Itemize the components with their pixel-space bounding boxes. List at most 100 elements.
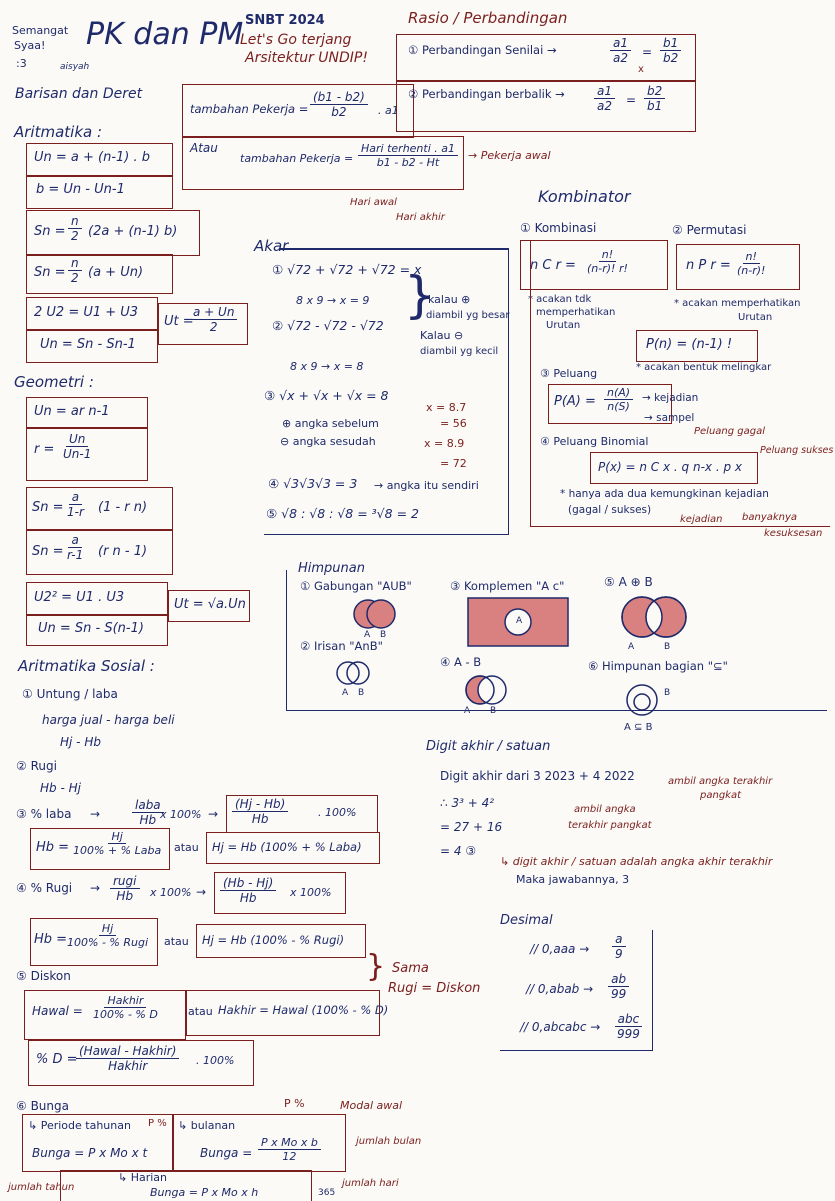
kejadian-red-note: kejadian <box>680 514 723 525</box>
pekerja-l1-a1: . a1 <box>378 104 399 117</box>
formula-box <box>26 614 168 646</box>
complement-venn <box>467 597 569 647</box>
akar-e1-note: 8 x 9 → x = 9 <box>296 294 370 307</box>
akar-e1: ① √72 + √72 + √72 = x <box>272 262 422 277</box>
pekerja-l2: tambahan Pekerja = <box>240 152 354 165</box>
formula-box <box>26 210 200 256</box>
binomial-note2: (gagal / sukses) <box>568 504 652 516</box>
komplemen-label: ③ Komplemen "A c" <box>450 579 565 593</box>
desimal-frame <box>500 930 653 1051</box>
formula-box <box>214 872 346 914</box>
venn-label-a: A <box>628 642 635 652</box>
modal-awal-note: Modal awal <box>340 1099 403 1112</box>
arsitektur-text: Arsitektur UNDIP! <box>245 50 368 66</box>
laba-hb-lhs: Hb = <box>36 840 70 855</box>
venn-label-b: B <box>664 688 671 698</box>
akar-kalau-plus: kalau ⊕ <box>428 293 471 306</box>
digit-note2: Maka jawabannya, 3 <box>516 873 630 886</box>
formula-box <box>168 590 250 622</box>
formula-sn1-lhs: Sn = <box>34 224 66 239</box>
kombinator-title: Kombinator <box>538 187 631 206</box>
formula-box <box>28 1040 254 1086</box>
venn-label-a: A <box>516 616 523 626</box>
bulanan: ↳ bulanan <box>178 1119 236 1132</box>
formula-box <box>26 582 168 616</box>
formula-box <box>24 990 186 1040</box>
permutasi-lhs: n P r = <box>686 258 731 273</box>
akar-e3: ③ √x + √x + √x = 8 <box>264 388 389 403</box>
page-title: PK dan PM <box>86 17 244 52</box>
jumlah-tahun-note: jumlah tahun <box>8 1182 75 1193</box>
formula-geo-un-sn: Un = Sn - S(n-1) <box>38 621 144 636</box>
kombinator-frame-bottom <box>530 526 830 527</box>
harian: ↳ Harian <box>118 1171 168 1184</box>
formula-box <box>30 828 170 870</box>
formula-un-sn: Un = Sn - Sn-1 <box>40 337 136 352</box>
venn-label-a: A <box>464 706 471 716</box>
rugi-hb-lhs: Hb = <box>34 932 68 947</box>
union-venn <box>353 599 396 629</box>
binomial-note1: * hanya ada dua kemungkinan kejadian <box>560 488 769 500</box>
akar-e5: ⑤ √8 : √8 : √8 = ³√8 = 2 <box>266 506 419 521</box>
arrow: → <box>90 807 101 821</box>
formula-box <box>520 240 668 290</box>
arrow: → <box>196 885 207 899</box>
formula-box <box>26 143 173 177</box>
formula-box <box>182 136 464 190</box>
pekerja-awal-note: → Pekerja awal <box>468 149 551 162</box>
digit-step2: = 27 + 16 <box>440 820 503 834</box>
akar-e4: ④ √3√3√3 = 3 <box>268 476 358 491</box>
formula-box <box>676 244 800 290</box>
formula-box <box>26 529 173 575</box>
formula-geo-un: Un = ar n-1 <box>34 404 110 419</box>
desimal-abcabc: // 0,abcabc → <box>520 1020 601 1034</box>
formula-box <box>196 924 366 958</box>
digit-problem: Digit akhir dari 3 2023 + 4 2022 <box>440 769 635 783</box>
formula-box <box>26 297 158 331</box>
digit-note1: ↳ digit akhir / satuan adalah angka akhi… <box>500 855 773 868</box>
permutasi-label: ② Permutasi <box>672 223 747 237</box>
cross-multiply-mark: x <box>638 64 644 75</box>
kombinasi-frac: n!(n-r)! r! <box>587 248 628 275</box>
binomial-formula: P(x) = n C x . q n-x . p x <box>598 460 742 474</box>
akar-e3-plus: ⊕ angka sebelum <box>282 417 379 430</box>
akar-e3-r3: x = 8.9 <box>424 437 465 450</box>
digit-step3: = 4 ③ <box>440 844 477 858</box>
barisan-deret-title: Barisan dan Deret <box>15 86 143 102</box>
formula-2u2: 2 U2 = U1 + U3 <box>34 305 139 320</box>
ambil-angka-note: ambil angka <box>574 804 636 815</box>
digit-step1: ∴ 3³ + 4² <box>440 796 495 810</box>
kombinasi-note3: Urutan <box>546 320 581 331</box>
hari-awal-note: Hari awal <box>350 197 397 208</box>
formula-box <box>26 397 148 429</box>
arrow: → <box>90 881 101 895</box>
akar-frame-top <box>280 248 508 250</box>
sosial-untung-desc: harga jual - harga beli <box>42 713 175 727</box>
akar-e2-note: 8 x 9 → x = 8 <box>290 360 364 373</box>
kombinasi-lhs: n C r = <box>530 258 576 273</box>
kombinasi-note2: memperhatikan <box>536 307 616 318</box>
hari-akhir-note: Hari akhir <box>396 212 445 223</box>
formula-box <box>396 34 696 82</box>
pangkat-note: pangkat <box>700 790 742 801</box>
pekerja-l1: tambahan Pekerja = <box>190 102 309 116</box>
rugi-x100: x 100% <box>150 886 192 899</box>
binomial-label: ④ Peluang Binomial <box>540 435 649 448</box>
formula-box <box>172 1114 346 1172</box>
formula-box <box>548 384 672 424</box>
sosial-diskon: ⑤ Diskon <box>16 969 71 983</box>
ambil-terakhir-note: ambil angka terakhir <box>668 776 773 787</box>
formula-geo-sn2-rhs: (r n - 1) <box>98 544 148 559</box>
lets-go-text: Let's Go terjang <box>240 32 352 48</box>
permutasi-frac: n!(n-r)! <box>737 250 766 277</box>
formula-box <box>158 303 248 345</box>
formula-box <box>590 452 758 484</box>
akar-e3-minus: ⊖ angka sesudah <box>280 435 376 448</box>
